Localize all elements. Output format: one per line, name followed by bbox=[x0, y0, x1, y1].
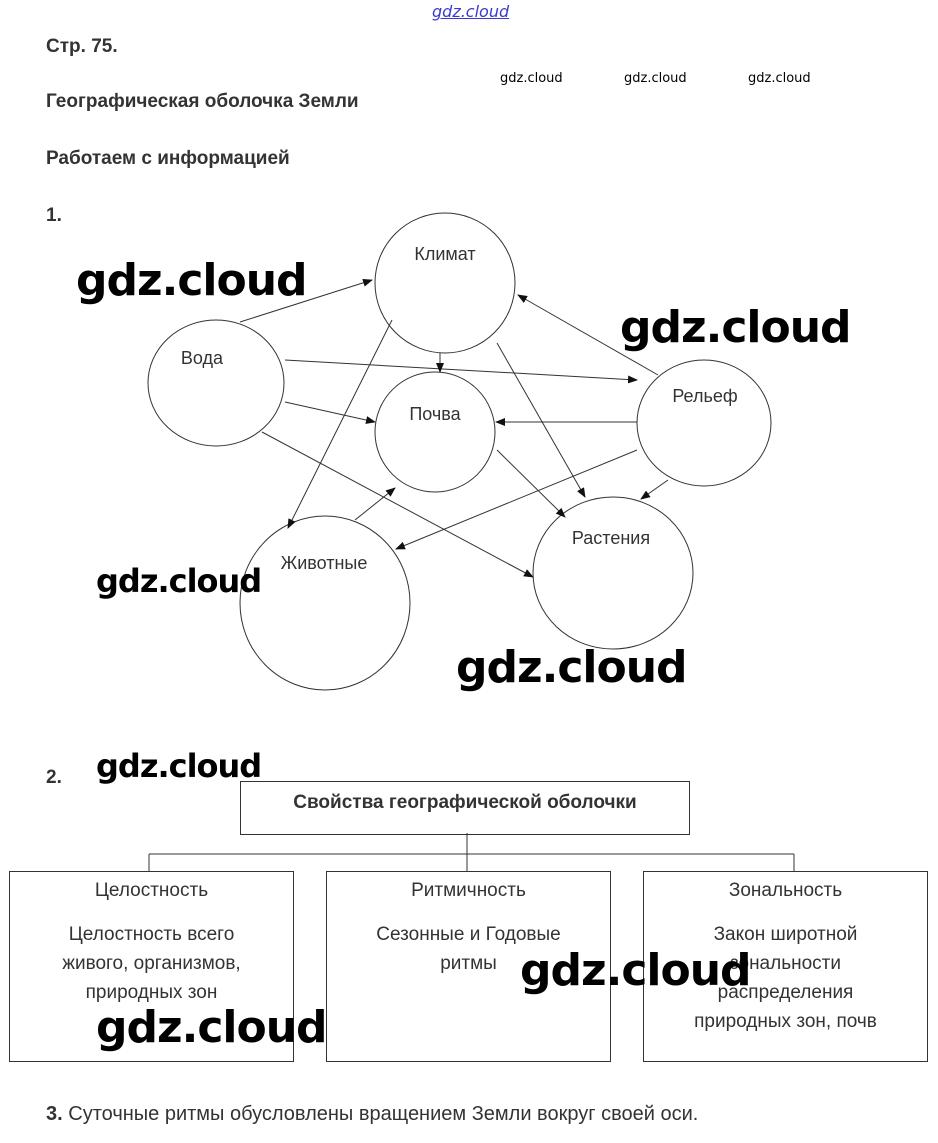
property-title: Зональность bbox=[728, 880, 843, 901]
task-3-text: Суточные ритмы обусловлены вращением Зем… bbox=[68, 1103, 699, 1125]
property-title: Целостность bbox=[94, 880, 209, 901]
watermark: gdz.cloud bbox=[624, 71, 687, 86]
task-3: 3. Суточные ритмы обусловлены вращением … bbox=[46, 1103, 698, 1126]
watermark: gdz.cloud bbox=[520, 945, 752, 996]
arrow-water-relief bbox=[284, 359, 638, 384]
task-2-number: 2. bbox=[46, 767, 62, 788]
arrow-animals-soil bbox=[354, 487, 396, 521]
page-number: Стр. 75. bbox=[46, 36, 118, 57]
arrow-relief-plants bbox=[640, 479, 669, 500]
properties-root-label: Свойства географической оболочки bbox=[293, 792, 637, 813]
label-soil: Почва bbox=[409, 404, 461, 424]
arrow-water-climate bbox=[239, 278, 373, 323]
arrow-soil-plants bbox=[496, 449, 566, 518]
property-title: Ритмичность bbox=[411, 880, 526, 901]
arrow-water-plants bbox=[261, 431, 534, 578]
property-box-integrity: Целостность Целостность всего живого, ор… bbox=[9, 871, 294, 1062]
watermark: gdz.cloud bbox=[96, 747, 262, 785]
connector-lines bbox=[148, 833, 795, 871]
task-3-number: 3. bbox=[46, 1103, 63, 1125]
label-water: Вода bbox=[181, 348, 224, 368]
watermark: gdz.cloud bbox=[76, 255, 308, 306]
watermark: gdz.cloud bbox=[96, 562, 262, 600]
property-box-zonality: Зональность Закон широтной зональности р… bbox=[643, 871, 928, 1062]
watermark: gdz.cloud bbox=[620, 302, 852, 353]
arrow-relief-climate bbox=[517, 294, 659, 376]
node-animals bbox=[239, 515, 411, 691]
arrow-climate-animals bbox=[287, 319, 393, 529]
watermark: gdz.cloud bbox=[748, 71, 811, 86]
watermark: gdz.cloud bbox=[456, 642, 688, 693]
property-text: Целостность всего живого, организмов, пр… bbox=[62, 924, 241, 1003]
node-climate bbox=[374, 212, 516, 354]
arrow-climate-plants bbox=[496, 342, 586, 498]
arrow-water-soil bbox=[284, 401, 376, 424]
label-climate: Климат bbox=[414, 244, 475, 264]
watermark: gdz.cloud bbox=[500, 71, 563, 86]
arrow-relief-animals bbox=[395, 449, 638, 550]
label-plants: Растения bbox=[572, 528, 650, 548]
property-text: Закон широтной зональности распределения… bbox=[694, 924, 877, 1032]
watermark: gdz.cloud bbox=[432, 2, 510, 21]
section-title: Работаем с информацией bbox=[46, 148, 290, 169]
task-1-number: 1. bbox=[46, 205, 62, 226]
properties-root-box: Свойства географической оболочки bbox=[240, 781, 690, 835]
relations-diagram: Климат Вода Почва Рельеф Растения Животн… bbox=[147, 212, 772, 691]
property-box-rhythm: Ритмичность Сезонные и Годовые ритмы bbox=[326, 871, 611, 1062]
node-plants bbox=[532, 496, 694, 650]
node-relief bbox=[636, 359, 772, 487]
property-text: Сезонные и Годовые ритмы bbox=[376, 924, 561, 974]
label-relief: Рельеф bbox=[672, 386, 738, 406]
page-title: Географическая оболочка Земли bbox=[46, 91, 359, 112]
node-soil bbox=[374, 371, 496, 493]
node-water bbox=[147, 319, 285, 447]
watermark: gdz.cloud bbox=[96, 1002, 328, 1053]
label-animals: Животные bbox=[281, 553, 368, 573]
